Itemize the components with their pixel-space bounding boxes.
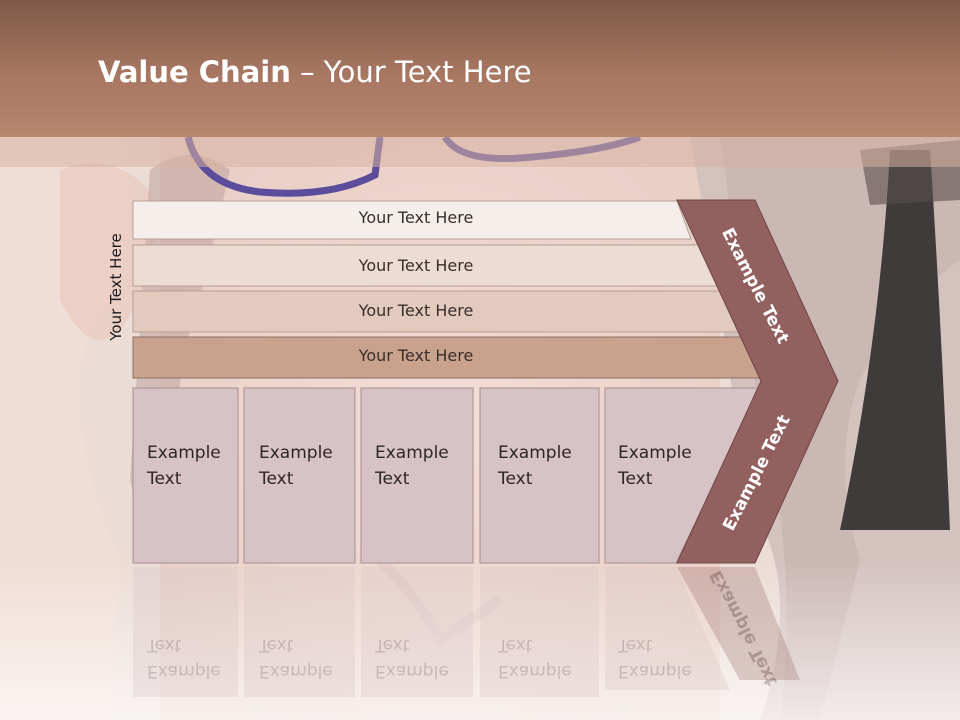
chevron-arrow — [676, 199, 839, 564]
side-label-text: Your Text Here — [107, 233, 125, 341]
cell-1 — [132, 387, 239, 564]
title-bar — [0, 0, 960, 137]
row-1 — [132, 200, 692, 240]
slide-title-rest: – Your Text Here — [290, 55, 532, 89]
cells-reflection — [133, 567, 730, 697]
row-2-label: Your Text Here — [358, 256, 474, 275]
cell-3 — [360, 387, 474, 564]
title-strip — [0, 137, 960, 167]
cell-5 — [604, 387, 761, 564]
chevron-reflection — [677, 567, 800, 680]
slide-title: Value Chain – Your Text Here — [98, 55, 532, 89]
row-4-label: Your Text Here — [358, 346, 474, 365]
row-3-label: Your Text Here — [358, 301, 474, 320]
cell-2 — [243, 387, 356, 564]
row-1-label: Your Text Here — [358, 208, 474, 227]
cell-4 — [479, 387, 600, 564]
slide-title-bold: Value Chain — [98, 55, 291, 89]
